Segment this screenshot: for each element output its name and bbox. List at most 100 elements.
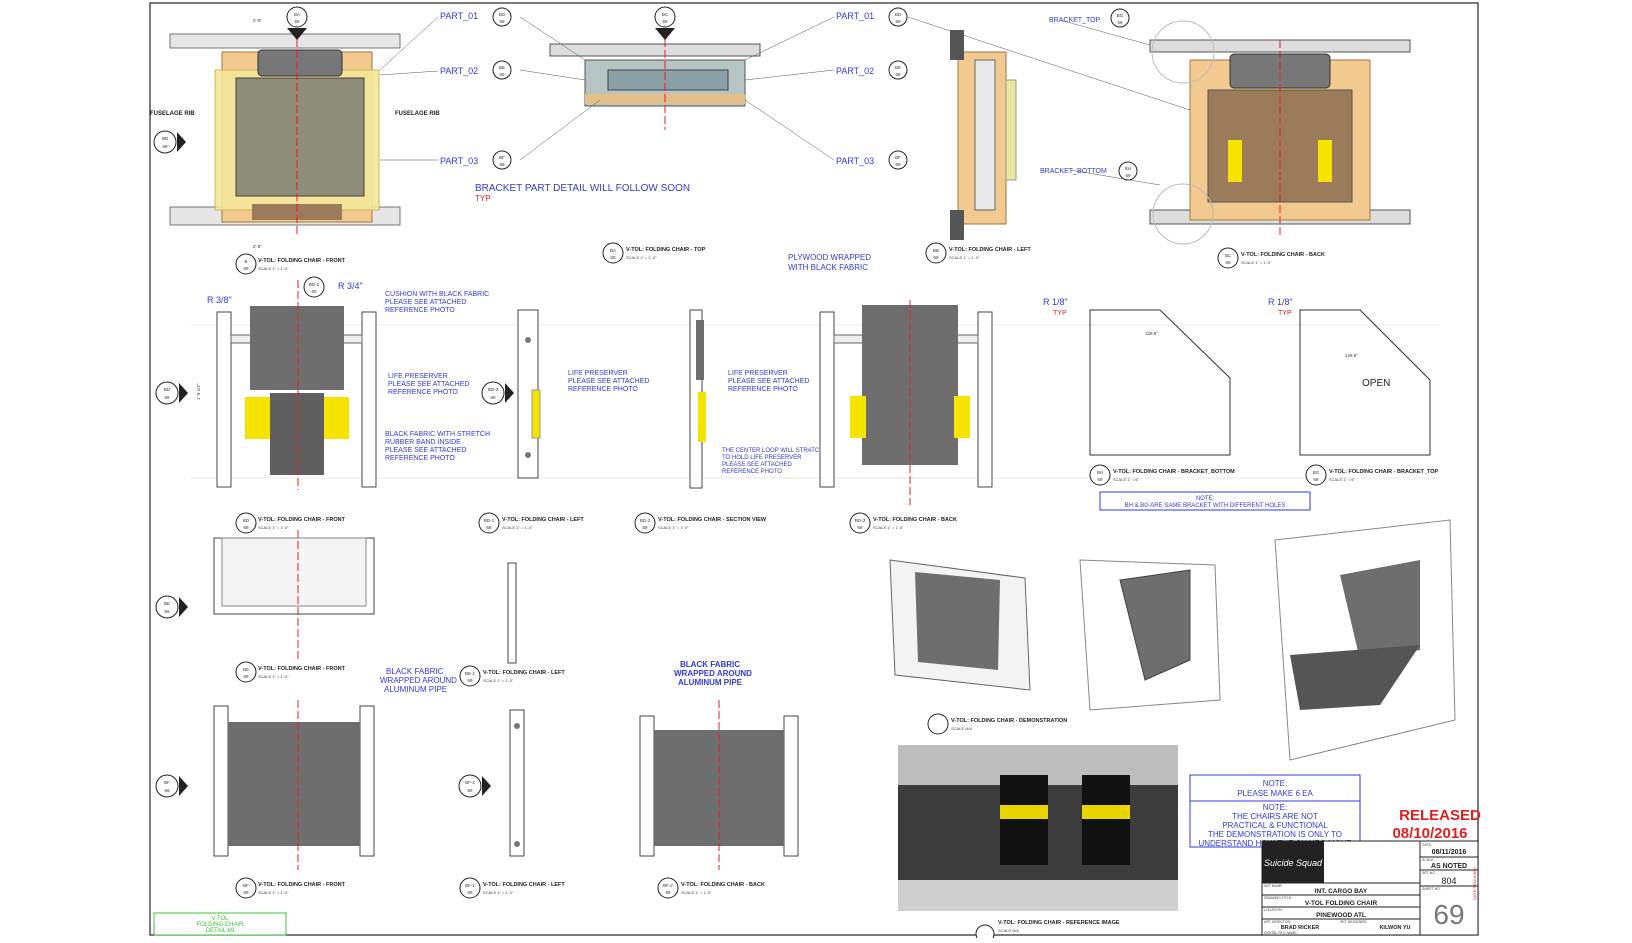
callout-part-03-right: PART_03 xyxy=(836,156,874,166)
title-sheet-no: 69 xyxy=(1433,899,1464,930)
title-date: 08/11/2016 xyxy=(1432,849,1467,856)
svg-text:BF: BF xyxy=(164,780,170,785)
caption-ref: V-TOL: FOLDING CHAIR - REFERENCE IMAGE xyxy=(998,920,1120,926)
svg-text:THE DEMONSTRATION IS ONLY TO: THE DEMONSTRATION IS ONLY TO xyxy=(1208,830,1342,839)
svg-text:REFERENCE PHOTO: REFERENCE PHOTO xyxy=(385,307,455,314)
svg-text:SCALE 1" = 1'-0": SCALE 1" = 1'-0" xyxy=(258,674,289,679)
callout-bracket-bottom: BRACKET_BOTTOM xyxy=(1040,168,1107,175)
caption-back-top: V-TOL: FOLDING CHAIR - BACK xyxy=(1241,252,1325,258)
svg-text:69: 69 xyxy=(311,289,317,294)
svg-text:129.8°: 129.8° xyxy=(1145,331,1158,336)
title-set-name: INT. CARGO BAY xyxy=(1315,888,1368,895)
dim-width: 2'-6" xyxy=(253,18,262,23)
svg-text:PLEASE SEE ATTACHED: PLEASE SEE ATTACHED xyxy=(568,378,649,385)
svg-text:BF-1: BF-1 xyxy=(465,883,475,888)
svg-text:BC: BC xyxy=(1225,253,1232,258)
caption-demo: V-TOL: FOLDING CHAIR - DEMONSTRATION xyxy=(951,718,1067,724)
svg-text:DRAWING TITLE:: DRAWING TITLE: xyxy=(1264,896,1292,900)
rib-label-left: FUSELAGE RIB xyxy=(150,111,195,117)
svg-text:DATE RELEASED: DATE RELEASED xyxy=(1472,867,1477,900)
svg-text:LOCATION:: LOCATION: xyxy=(1264,908,1283,912)
svg-text:TYP: TYP xyxy=(475,194,491,203)
svg-text:SCALE 1" = 6": SCALE 1" = 6" xyxy=(1113,477,1140,482)
view-bd-section: LIFE PRESERVER PLEASE SEE ATTACHED REFER… xyxy=(689,309,824,489)
svg-text:PLEASE SEE ATTACHED: PLEASE SEE ATTACHED xyxy=(728,378,809,385)
svg-text:THE CHAIRS ARE NOT: THE CHAIRS ARE NOT xyxy=(1232,812,1318,821)
svg-text:V-TOL: FOLDING CHAIR - FRONT: V-TOL: FOLDING CHAIR - FRONT xyxy=(258,666,346,672)
svg-text:DATE:: DATE: xyxy=(1422,843,1432,847)
svg-text:69: 69 xyxy=(895,72,901,77)
side-ref: BB xyxy=(162,136,168,141)
svg-text:NOTE:: NOTE: xyxy=(1263,803,1287,812)
svg-text:WRAPPED AROUND: WRAPPED AROUND xyxy=(380,676,457,685)
dim-width-bottom: 2'-6" xyxy=(253,244,262,249)
view-bd-front: R 3/8" R 3/4" BD-2 69 1'-9 1/2" BD 69 CU… xyxy=(155,276,1440,490)
title-scale: AS NOTED xyxy=(1431,863,1467,870)
radius-3-4: R 3/4" xyxy=(338,281,363,291)
svg-text:69: 69 xyxy=(1225,260,1231,265)
svg-text:BD-2: BD-2 xyxy=(640,518,651,523)
svg-text:V-TOL: FOLDING CHAIR - FRONT: V-TOL: FOLDING CHAIR - FRONT xyxy=(258,882,346,888)
svg-text:BD-2: BD-2 xyxy=(309,282,320,287)
title-block: Suicide Squad DATE: 08/11/2016 SCALE: AS… xyxy=(1261,840,1479,936)
svg-text:SCALE 1" = 1'-0": SCALE 1" = 1'-0" xyxy=(949,255,980,260)
svg-text:BH: BH xyxy=(1125,166,1131,171)
note-make: PLEASE MAKE 6 EA xyxy=(1237,789,1313,798)
svg-text:BLACK FABRIC WITH STRETCH: BLACK FABRIC WITH STRETCH xyxy=(385,431,490,438)
svg-text:NOTE:: NOTE: xyxy=(1196,496,1215,502)
svg-text:LIFE PRESERVER: LIFE PRESERVER xyxy=(388,373,448,380)
sheet-border xyxy=(149,2,1479,936)
svg-text:SCALE 1" = 1'-0": SCALE 1" = 1'-0" xyxy=(502,525,533,530)
svg-text:V-TOL: FOLDING CHAIR - LEFT: V-TOL: FOLDING CHAIR - LEFT xyxy=(483,670,565,676)
studio-logo: Suicide Squad xyxy=(1264,858,1323,868)
svg-text:69: 69 xyxy=(467,678,473,683)
svg-text:69: 69 xyxy=(486,525,492,530)
svg-text:SHEET NO.: SHEET NO. xyxy=(1422,887,1441,891)
svg-text:THE CENTER LOOP WILL STRATCH: THE CENTER LOOP WILL STRATCH xyxy=(722,448,824,454)
svg-text:BG: BG xyxy=(1117,13,1124,18)
svg-text:SCALE 1" = 1'-0": SCALE 1" = 1'-0" xyxy=(681,890,712,895)
callout-part-03-left: PART_03 xyxy=(440,156,478,166)
svg-text:RUBBER BAND INSIDE: RUBBER BAND INSIDE xyxy=(385,439,461,446)
svg-text:69: 69 xyxy=(857,525,863,530)
radius-bracket-bottom: R 1/8" xyxy=(1043,297,1068,307)
svg-text:SCALE 1" = 1'-0": SCALE 1" = 1'-0" xyxy=(1241,260,1272,265)
svg-text:69: 69 xyxy=(467,788,473,793)
svg-text:BD: BD xyxy=(164,387,171,392)
svg-text:PLEASE SEE ATTACHED: PLEASE SEE ATTACHED xyxy=(722,462,792,468)
svg-text:ART DIRECTOR:: ART DIRECTOR: xyxy=(1264,920,1291,924)
svg-text:BC: BC xyxy=(662,12,669,17)
svg-text:69: 69 xyxy=(1117,20,1123,25)
svg-text:V-TOL: FOLDING CHAIR - BACK: V-TOL: FOLDING CHAIR - BACK xyxy=(681,882,765,888)
svg-text:LIFE PRESERVER: LIFE PRESERVER xyxy=(728,370,788,377)
svg-text:SCALE N/A: SCALE N/A xyxy=(951,726,972,731)
svg-text:BD-3: BD-3 xyxy=(488,387,499,392)
radius-bracket-top: R 1/8" xyxy=(1268,297,1293,307)
svg-text:69: 69 xyxy=(895,162,901,167)
title-location: PINEWOOD ATL xyxy=(1316,912,1366,919)
captions-top: B 69 V-TOL: FOLDING CHAIR - FRONT SCALE … xyxy=(235,242,1325,275)
svg-text:69: 69 xyxy=(610,255,616,260)
svg-text:V-TOL: FOLDING CHAIR - FRONT: V-TOL: FOLDING CHAIR - FRONT xyxy=(258,517,346,523)
svg-text:WRAPPED AROUND: WRAPPED AROUND xyxy=(674,669,752,678)
callout-bracket-top: BRACKET_TOP xyxy=(1049,17,1101,24)
svg-text:ALUMINUM PIPE: ALUMINUM PIPE xyxy=(678,678,743,687)
svg-text:PRACTICAL & FUNCTIONAL: PRACTICAL & FUNCTIONAL xyxy=(1222,821,1328,830)
svg-text:BD: BD xyxy=(895,12,902,17)
svg-text:FOLDING CHAIR: FOLDING CHAIR xyxy=(196,922,244,928)
svg-text:REFERENCE PHOTO: REFERENCE PHOTO xyxy=(568,386,638,393)
view-front-top: BA 69 2'-6" 2'-6" FUSELAGE RIB FUSELAGE … xyxy=(150,6,440,249)
svg-text:TO HOLD LIFE PRESERVER: TO HOLD LIFE PRESERVER xyxy=(722,455,802,461)
svg-text:69: 69 xyxy=(1097,477,1103,482)
svg-text:REFERENCE PHOTO: REFERENCE PHOTO xyxy=(728,386,798,393)
svg-text:1'-9 1/2": 1'-9 1/2" xyxy=(196,383,201,400)
view-bd-back: PLYWOOD WRAPPED WITH BLACK FABRIC xyxy=(788,253,993,505)
svg-text:RELEASED: RELEASED xyxy=(1399,807,1481,824)
svg-text:SCALE N/A: SCALE N/A xyxy=(998,928,1019,933)
svg-text:BLACK FABRIC: BLACK FABRIC xyxy=(386,667,444,676)
svg-text:SET NO.: SET NO. xyxy=(1422,871,1436,875)
svg-text:BF-2: BF-2 xyxy=(663,883,673,888)
svg-text:REFERENCE PHOTO: REFERENCE PHOTO xyxy=(385,455,455,462)
part-callouts: PART_01 PART_02 PART_03 PART_01 PART_02 … xyxy=(379,7,1191,203)
svg-text:SCALE 1" = 1'-0": SCALE 1" = 1'-0" xyxy=(658,525,689,530)
